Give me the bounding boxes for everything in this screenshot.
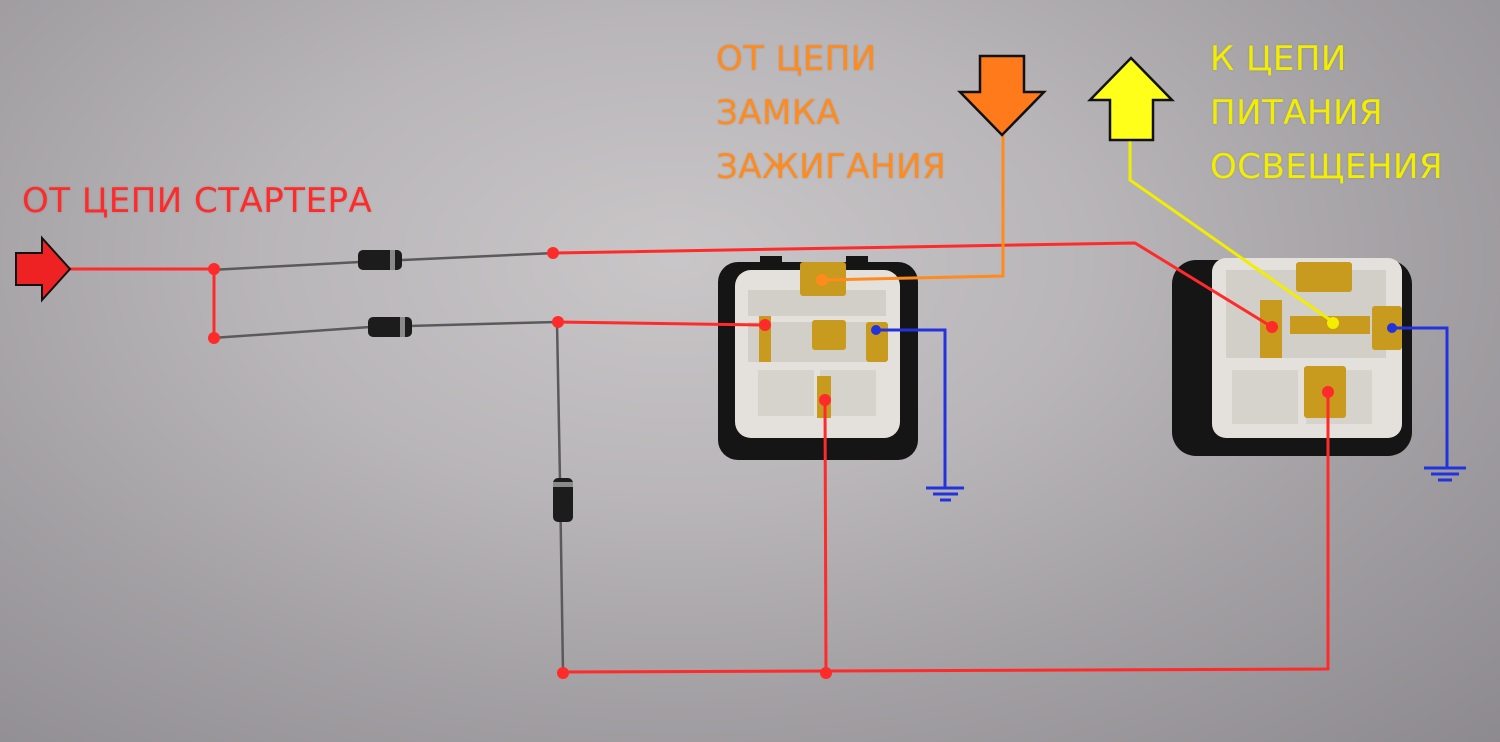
- ground-dot-relay2: [1387, 323, 1397, 333]
- relay-ignition: [718, 256, 918, 460]
- label-from-ignition-line2: ЗАМКА: [716, 93, 841, 133]
- diode-upper: [358, 250, 402, 270]
- label-from-ignition-line1: ОТ ЦЕПИ: [716, 39, 877, 79]
- label-from-starter: ОТ ЦЕПИ СТАРТЕРА: [22, 181, 373, 221]
- lighting-arrow-icon: [1087, 56, 1175, 142]
- lighting-wire: [1128, 140, 1334, 324]
- label-from-ignition-line3: ЗАЖИГАНИЯ: [716, 147, 947, 187]
- ignition-arrow-icon: [957, 54, 1047, 137]
- label-to-lighting: К ЦЕПИ ПИТАНИЯ ОСВЕЩЕНИЯ: [1210, 32, 1443, 194]
- diode-leads: [209, 251, 565, 673]
- ground-wires: [876, 326, 1466, 502]
- label-to-lighting-line1: К ЦЕПИ: [1210, 39, 1347, 79]
- lighting-dot: [1327, 317, 1339, 329]
- ignition-dot: [816, 274, 828, 286]
- label-to-lighting-line2: ПИТАНИЯ: [1210, 93, 1384, 133]
- diode-vertical: [553, 478, 573, 522]
- ground-dot-relay1: [871, 325, 881, 335]
- starter-wires: [70, 241, 1330, 674]
- ignition-wire: [821, 133, 1005, 282]
- relay-lighting: [1172, 258, 1412, 456]
- label-to-lighting-line3: ОСВЕЩЕНИЯ: [1210, 147, 1444, 187]
- label-from-ignition: ОТ ЦЕПИ ЗАМКА ЗАЖИГАНИЯ: [716, 32, 946, 194]
- junction-dots: [208, 247, 1334, 679]
- diode-lower: [368, 317, 412, 337]
- starter-arrow-icon: [15, 235, 72, 303]
